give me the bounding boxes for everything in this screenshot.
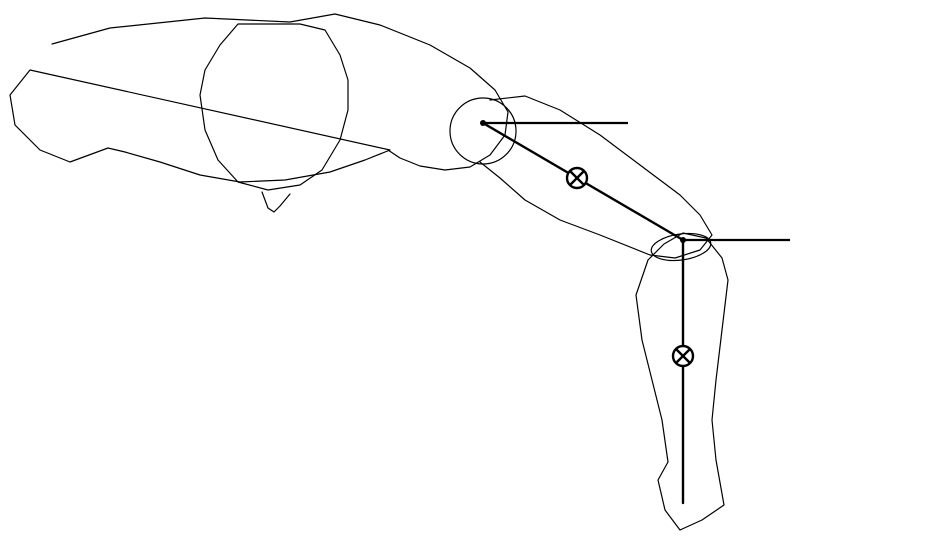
knee-joint — [680, 237, 686, 243]
torso-outline — [9, 13, 509, 183]
hip-joint — [480, 120, 486, 126]
head-outline — [199, 23, 349, 191]
shank-outline — [635, 232, 729, 531]
shank-center-of-mass — [671, 344, 695, 368]
chin-outline — [261, 191, 291, 213]
thigh-center-of-mass — [565, 166, 589, 190]
